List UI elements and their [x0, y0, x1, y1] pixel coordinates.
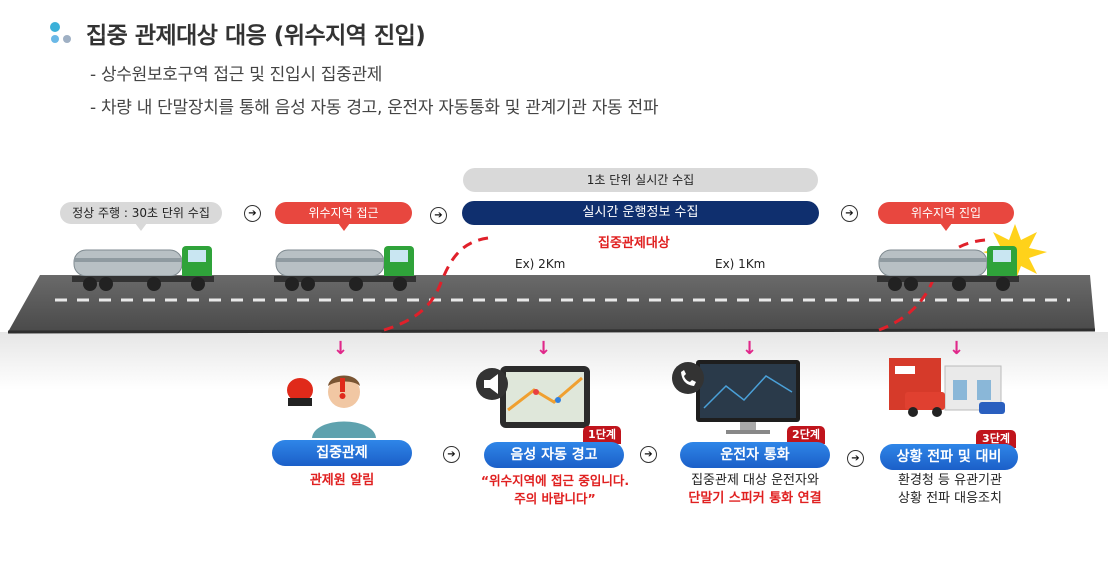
down-arrow-icon: ↓ — [742, 338, 758, 359]
stage-tag-1: 1단계 — [583, 426, 621, 444]
bullet-2: - 차량 내 단말장치를 통해 음성 자동 경고, 운전자 자동통화 및 관계기… — [90, 98, 659, 118]
realtime-header-pill: 1초 단위 실시간 수집 — [463, 168, 818, 192]
monitor-with-phone-icon — [672, 360, 800, 434]
bullet-1: - 상수원보호구역 접근 및 진입시 집중관제 — [90, 65, 383, 85]
right-arrow-icon: ➔ — [841, 205, 858, 222]
normal-driving-pill: 정상 주행 : 30초 단위 수집 — [60, 202, 222, 231]
stage-situation-broadcast: 상황 전파 및 대비 — [880, 444, 1018, 470]
caption-line: 환경청 등 유관기관 — [898, 473, 1002, 488]
stage-focus-control: 집중관제 — [272, 440, 412, 466]
approach-pill: 위수지역 접근 — [275, 202, 412, 231]
down-arrow-icon: ↓ — [333, 338, 349, 359]
entry-pill: 위수지역 진입 — [878, 202, 1014, 231]
navigation-tablet-icon — [476, 366, 590, 428]
tanker-truck-icon — [274, 246, 416, 291]
operator-with-siren-icon — [287, 375, 376, 438]
stage-voice-warning: 음성 자동 경고 — [484, 442, 624, 468]
stage-caption-1: 관제원 알림 — [282, 472, 402, 490]
stage-caption-2: “위수지역에 접근 중입니다. 주의 바랍니다” — [460, 472, 650, 508]
caption-line: 관제원 알림 — [309, 473, 375, 488]
stage-tag-2: 2단계 — [787, 426, 825, 444]
approach-curve — [383, 236, 489, 332]
fire-station-icon — [889, 358, 1005, 417]
right-arrow-icon: ➔ — [443, 446, 460, 463]
caption-line: 단말기 스피커 통화 연결 — [688, 491, 822, 506]
right-arrow-icon: ➔ — [640, 446, 657, 463]
stage-tag-3: 3단계 — [976, 430, 1016, 448]
page-title: 집중 관제대상 대응 (위수지역 진입) — [86, 23, 426, 49]
distance-2km: Ex) 2Km — [515, 257, 566, 271]
stage-caption-4: 환경청 등 유관기관 상황 전파 대응조치 — [870, 472, 1030, 508]
right-arrow-icon: ➔ — [847, 450, 864, 467]
realtime-collect-pill: 실시간 운행정보 수집 — [462, 201, 819, 225]
tanker-truck-icon — [72, 246, 214, 291]
caption-line: 주의 바랍니다” — [514, 491, 596, 506]
caption-line: 집중관제 대상 운전자와 — [691, 473, 819, 488]
right-arrow-icon: ➔ — [244, 205, 261, 222]
title-bullet-icon — [50, 22, 71, 43]
stage-driver-call: 운전자 통화 — [680, 442, 830, 468]
down-arrow-icon: ↓ — [949, 338, 965, 359]
caption-line: “위수지역에 접근 중입니다. — [480, 473, 630, 488]
distance-1km: Ex) 1Km — [715, 257, 766, 271]
focus-target-label: 집중관제대상 — [598, 236, 670, 251]
stage-caption-3: 집중관제 대상 운전자와 단말기 스피커 통화 연결 — [670, 472, 840, 508]
tanker-truck-alert-icon — [877, 224, 1047, 291]
caption-line: 상황 전파 대응조치 — [898, 491, 1002, 506]
down-arrow-icon: ↓ — [536, 338, 552, 359]
right-arrow-icon: ➔ — [430, 207, 447, 224]
